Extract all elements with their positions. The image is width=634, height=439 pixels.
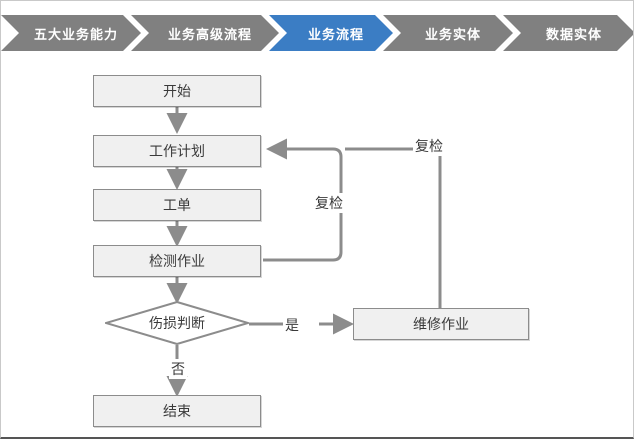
edge-label-yes-text: 是: [285, 318, 299, 334]
flow-node-repair-label: 维修作业: [413, 317, 469, 333]
flow-node-workorder-label: 工单: [163, 198, 191, 214]
flow-node-workplan[interactable]: 工作计划: [93, 135, 261, 167]
flow-node-workplan-label: 工作计划: [149, 144, 205, 160]
edge-label-recheck-outer-text: 复检: [415, 139, 443, 155]
flow-node-workorder[interactable]: 工单: [93, 189, 261, 221]
flow-node-repair[interactable]: 维修作业: [353, 308, 529, 340]
flow-node-start-label: 开始: [163, 84, 191, 100]
edge-label-recheck-inner: 复检: [313, 193, 345, 213]
edge-repair-recheck-to-workplan: [345, 147, 442, 308]
edge-label-recheck-outer: 复检: [413, 136, 445, 156]
edge-label-no-text: 否: [171, 362, 185, 378]
flow-node-decision-label: 伤损判断: [149, 316, 205, 332]
decision-diamond-shape: [105, 301, 249, 345]
flow-node-inspection[interactable]: 检测作业: [93, 245, 261, 277]
flow-node-end[interactable]: 结束: [93, 395, 261, 427]
flow-node-inspection-label: 检测作业: [149, 254, 205, 270]
edge-label-recheck-inner-text: 复检: [315, 196, 343, 212]
edge-label-yes: 是: [283, 315, 301, 335]
flow-node-decision[interactable]: 伤损判断: [105, 301, 249, 345]
edge-label-no: 否: [169, 359, 187, 379]
flow-node-end-label: 结束: [163, 404, 191, 420]
flow-node-start[interactable]: 开始: [93, 75, 261, 107]
